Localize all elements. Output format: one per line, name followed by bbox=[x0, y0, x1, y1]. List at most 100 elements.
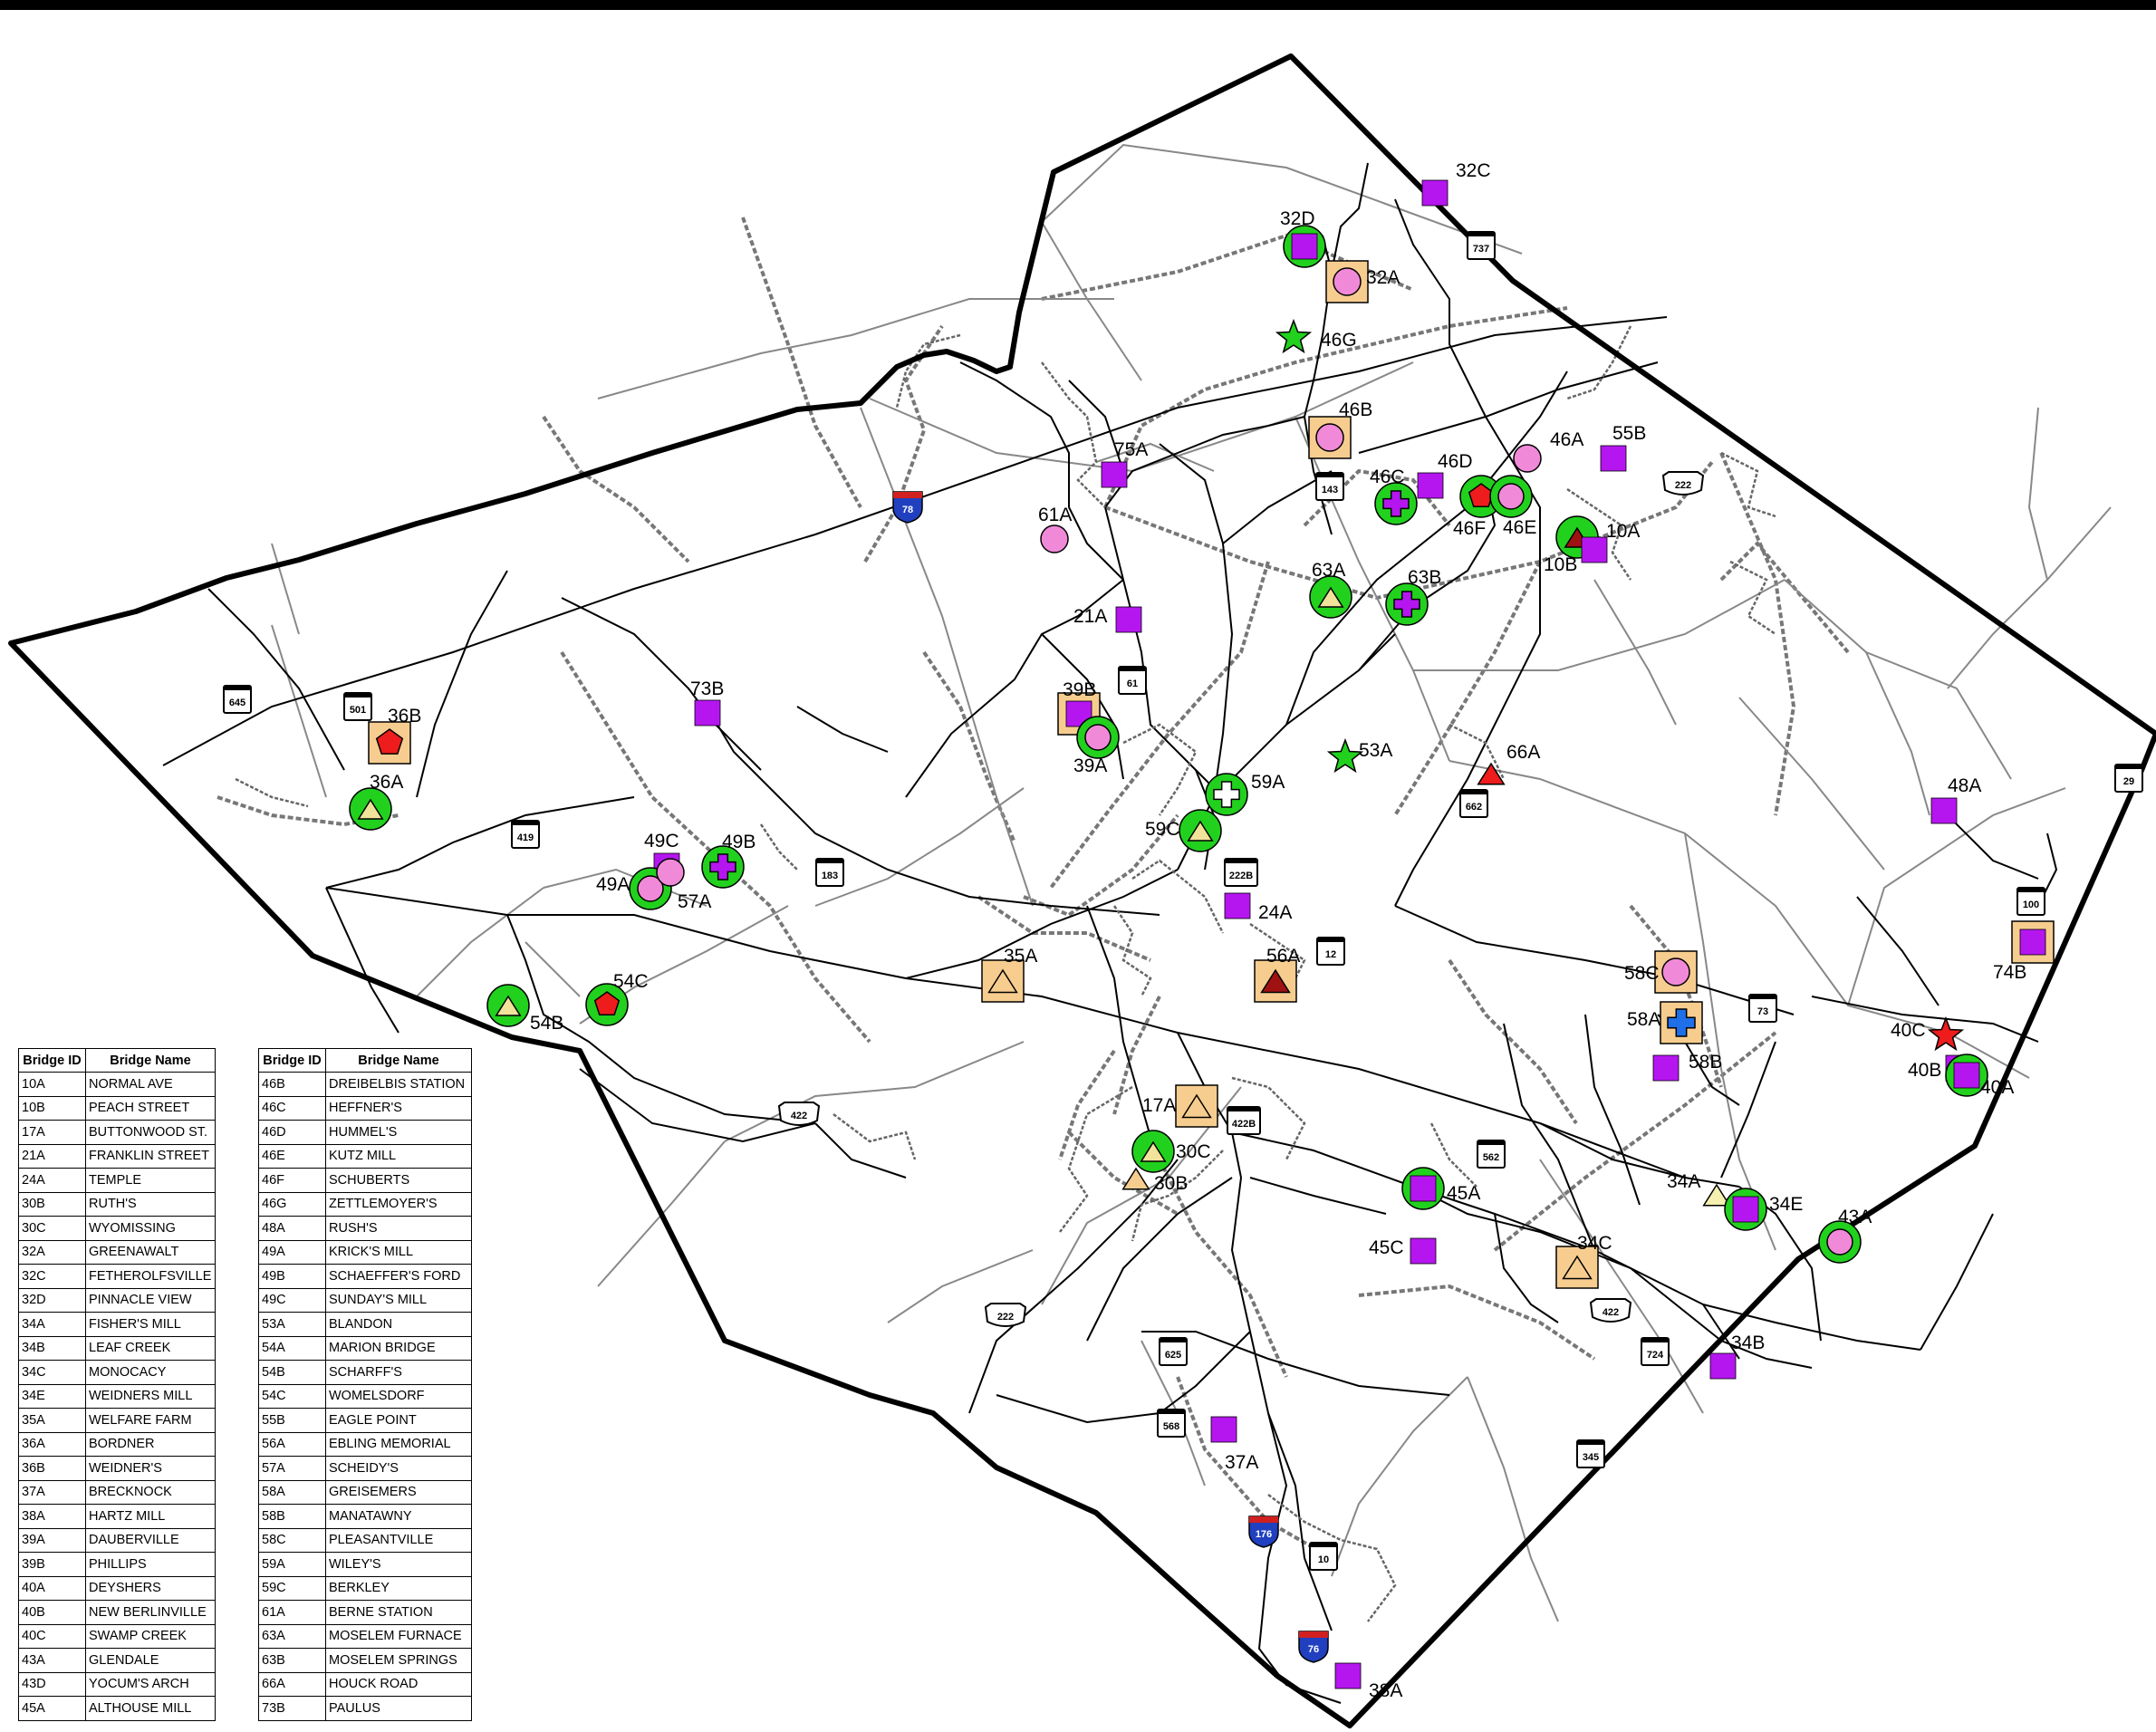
bridge-marker-17a[interactable]: 17A bbox=[1142, 1084, 1218, 1128]
bridge-marker-39a[interactable]: 39A bbox=[1073, 716, 1120, 776]
roads bbox=[162, 162, 2058, 1704]
bridge-marker-75a[interactable]: 75A bbox=[1101, 439, 1148, 488]
bridge-marker-46a[interactable]: 46A bbox=[1513, 429, 1583, 473]
bridge-marker-73b[interactable]: 73B bbox=[690, 678, 724, 726]
bridge-marker-49b[interactable]: 49B bbox=[701, 832, 756, 889]
bridge-marker-46e[interactable]: 46E bbox=[1489, 475, 1536, 538]
triangle-icon bbox=[1181, 1093, 1212, 1119]
bridge-marker-30b[interactable]: 30B bbox=[1121, 1167, 1189, 1194]
bridge-marker-63a[interactable]: 63A bbox=[1309, 560, 1352, 619]
route-shield-state: 568 bbox=[1157, 1409, 1186, 1438]
bridge-marker-10b[interactable]: 10B bbox=[1544, 536, 1608, 575]
triangle-icon bbox=[1121, 1167, 1150, 1190]
bridge-marker-74b[interactable]: 74B bbox=[1993, 920, 2055, 983]
bridge-marker-56a[interactable]: 56A bbox=[1254, 946, 1300, 1003]
route-shield-state: 645 bbox=[223, 685, 252, 714]
bridge-marker-46b[interactable]: 46B bbox=[1308, 399, 1372, 459]
bridge-marker-34b[interactable]: 34B bbox=[1709, 1333, 1765, 1380]
bridge-id-cell: 39B bbox=[18, 1552, 86, 1577]
bridge-label: 54C bbox=[613, 971, 649, 992]
bridge-marker-36a[interactable]: 36A bbox=[349, 772, 403, 831]
bridge-marker-32d[interactable]: 32D bbox=[1280, 208, 1326, 268]
route-shield-label: 724 bbox=[1647, 1350, 1664, 1361]
county-boundary bbox=[8, 53, 2156, 1728]
bridge-name-cell: TEMPLE bbox=[85, 1168, 216, 1193]
route-shield-label: 501 bbox=[350, 705, 366, 716]
bridge-marker-46g[interactable]: 46G bbox=[1275, 318, 1357, 354]
bridge-marker-36b[interactable]: 36B bbox=[368, 706, 421, 765]
bridge-marker-35a[interactable]: 35A bbox=[981, 946, 1037, 1003]
bridge-name-cell: YOCUM'S ARCH bbox=[85, 1671, 216, 1697]
bridge-marker-32a[interactable]: 32A bbox=[1325, 260, 1400, 303]
bridge-marker-66a[interactable]: 66A bbox=[1477, 742, 1541, 785]
bridge-marker-59c[interactable]: 59C bbox=[1145, 809, 1222, 852]
star-icon bbox=[1927, 1015, 1965, 1052]
bridge-id-cell: 46G bbox=[258, 1191, 326, 1217]
bridge-marker-30c[interactable]: 30C bbox=[1131, 1130, 1211, 1173]
bridge-name-cell: EBLING MEMORIAL bbox=[325, 1431, 472, 1457]
bridge-marker-40c[interactable]: 40C bbox=[1891, 1015, 1965, 1052]
bridge-name-cell: SWAMP CREEK bbox=[85, 1623, 216, 1649]
bridge-label: 46D bbox=[1438, 451, 1473, 472]
bridge-id-cell: 66A bbox=[258, 1671, 326, 1697]
bridge-marker-46c[interactable]: 46C bbox=[1370, 467, 1418, 525]
bridge-name-cell: EAGLE POINT bbox=[325, 1408, 472, 1433]
bridge-marker-24a[interactable]: 24A bbox=[1224, 892, 1292, 923]
bridge-marker-59a[interactable]: 59A bbox=[1205, 772, 1285, 816]
bridge-id-cell: 32D bbox=[18, 1287, 86, 1313]
bridge-name-cell: MANATAWNY bbox=[325, 1504, 472, 1529]
route-shield-label: 419 bbox=[517, 832, 534, 843]
bridge-marker-55b[interactable]: 55B bbox=[1600, 423, 1646, 472]
bridge-marker-54c[interactable]: 54C bbox=[585, 971, 649, 1026]
bridge-marker-53a[interactable]: 53A bbox=[1326, 737, 1392, 774]
route-shield-label: 737 bbox=[1473, 244, 1489, 255]
bridge-label: 45A bbox=[1447, 1183, 1480, 1204]
bridge-marker-48a[interactable]: 48A bbox=[1930, 775, 1981, 824]
bridge-marker-61a[interactable]: 61A bbox=[1038, 505, 1072, 553]
bridge-marker-63b[interactable]: 63B bbox=[1385, 567, 1441, 626]
bridge-marker-38a[interactable]: 38A bbox=[1334, 1662, 1402, 1701]
bridge-marker-32c[interactable]: 32C bbox=[1421, 160, 1491, 207]
bridge-id-cell: 43A bbox=[18, 1648, 86, 1673]
circle-icon bbox=[1333, 267, 1362, 296]
bridge-marker-40a[interactable]: 40A bbox=[1945, 1054, 2014, 1098]
bridge-marker-37a[interactable]: 37A bbox=[1210, 1416, 1258, 1473]
bridge-marker-34e[interactable]: 34E bbox=[1724, 1188, 1803, 1231]
bridge-marker-45c[interactable]: 45C bbox=[1369, 1237, 1437, 1265]
bridge-marker-46d[interactable]: 46D bbox=[1417, 451, 1473, 499]
bridge-marker-54b[interactable]: 54B bbox=[486, 984, 563, 1034]
bridge-marker-58b[interactable]: 58B bbox=[1652, 1052, 1722, 1082]
bridge-marker-34c[interactable]: 34C bbox=[1555, 1233, 1612, 1289]
route-shield-label: 662 bbox=[1466, 802, 1482, 813]
bridge-marker-45a[interactable]: 45A bbox=[1401, 1167, 1480, 1210]
bridge-label: 46C bbox=[1370, 467, 1405, 487]
bridge-label: 73B bbox=[690, 678, 724, 699]
bridge-name-cell: HARTZ MILL bbox=[85, 1504, 216, 1529]
bridge-marker-58a[interactable]: 58A bbox=[1627, 1001, 1703, 1044]
bridge-label: 46B bbox=[1339, 399, 1372, 420]
bridge-marker-21a[interactable]: 21A bbox=[1073, 606, 1142, 633]
bridge-marker-58c[interactable]: 58C bbox=[1624, 950, 1698, 994]
bridge-label: 75A bbox=[1114, 439, 1148, 460]
bridge-marker-57a[interactable]: 57A bbox=[656, 858, 711, 912]
bridge-label: 53A bbox=[1359, 740, 1392, 761]
bridge-label: 10A bbox=[1606, 521, 1640, 542]
square-icon bbox=[1334, 1662, 1362, 1689]
bridge-marker-34a[interactable]: 34A bbox=[1667, 1171, 1731, 1207]
circle-icon bbox=[1661, 957, 1690, 986]
bridge-marker-46f[interactable]: 46F bbox=[1453, 475, 1503, 539]
bridge-marker-43a[interactable]: 43A bbox=[1818, 1207, 1872, 1264]
bridge-name-cell: PLEASANTVILLE bbox=[325, 1527, 472, 1553]
